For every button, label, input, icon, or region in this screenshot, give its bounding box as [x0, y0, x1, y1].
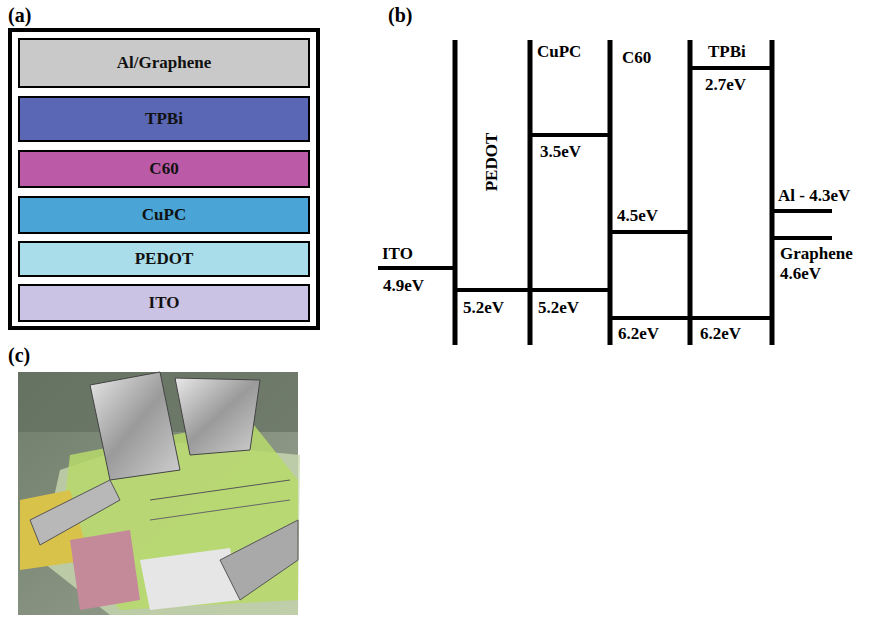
energy-value: 5.2eV [463, 298, 504, 318]
acceptor-layer: C60 [18, 150, 310, 188]
material-name: CuPC [537, 42, 581, 62]
material-name: TPBi [708, 42, 746, 62]
anode-layer: ITO [18, 284, 310, 322]
material-name: ITO [382, 244, 413, 264]
material-name: C60 [622, 48, 651, 68]
electrode-layer: Al/Graphene [18, 38, 310, 88]
energy-value: 2.7eV [705, 75, 746, 95]
panel-label: (b) [388, 4, 412, 26]
energy-value: Al - 4.3eV [778, 186, 850, 206]
energy-value: Graphene 4.6eV [780, 244, 862, 284]
layer-name: TPBi [145, 109, 183, 129]
panel-label: (c) [8, 344, 30, 366]
layer-name: PEDOT [135, 249, 194, 269]
layer-name: CuPC [142, 205, 186, 225]
energy-value: 3.5eV [540, 142, 581, 162]
energy-value: 4.5eV [617, 206, 658, 226]
transport-layer: TPBi [18, 96, 310, 142]
layer-name: Al/Graphene [117, 53, 211, 73]
energy-value: 6.2eV [618, 324, 659, 344]
panel-label: (a) [8, 4, 31, 26]
energy-value: 6.2eV [700, 324, 741, 344]
donor-layer: CuPC [18, 196, 310, 234]
material-name: PEDOT [482, 133, 502, 192]
energy-value: 5.2eV [538, 298, 579, 318]
hole-transport-layer: PEDOT [18, 241, 310, 277]
energy-value: 4.9eV [383, 276, 424, 296]
layer-name: C60 [149, 159, 178, 179]
layer-name: ITO [149, 293, 180, 313]
